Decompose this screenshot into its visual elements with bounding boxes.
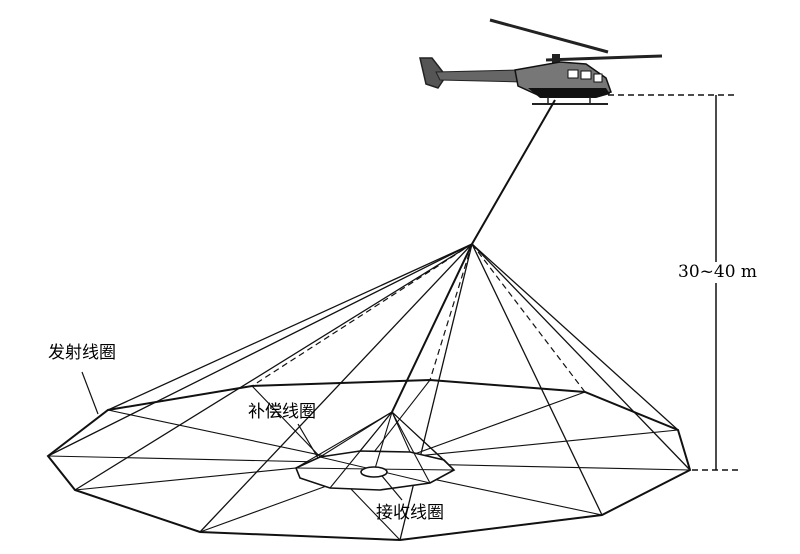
receiver-coil-loop [360, 466, 388, 478]
helicopter-icon [419, 18, 663, 105]
transmitter-coil-label: 发射线圈 [48, 343, 116, 363]
tow-cable [471, 99, 556, 245]
receiver-coil-label: 接收线圈 [376, 503, 444, 523]
transmitter-leader [81, 371, 99, 415]
transmitter-coil-loop [46, 378, 692, 542]
altitude-label: 30~40 m [676, 262, 760, 283]
receiver-leader [381, 475, 403, 501]
compensation-coil-label: 补偿线圈 [248, 402, 316, 422]
compensation-ropes [295, 411, 455, 489]
suspension-ropes [47, 243, 691, 541]
center-cable [391, 243, 473, 413]
suspension-ropes-dashed [251, 243, 586, 393]
compensation-leader [297, 423, 319, 459]
